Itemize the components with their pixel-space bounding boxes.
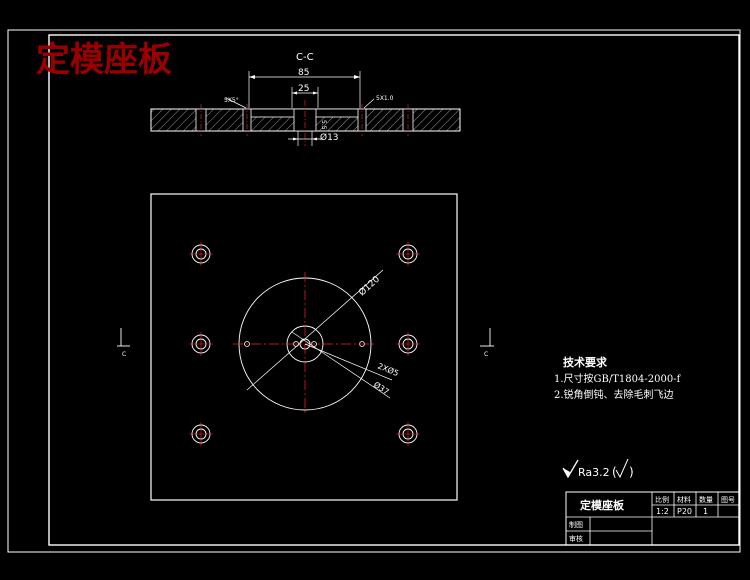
tech-heading: 技术要求 [563, 355, 608, 369]
plate-outline [150, 193, 458, 501]
tech-line-1: 1.尺寸按GB/T1804-2000-f [554, 372, 682, 385]
dim-85: 85 [298, 68, 309, 78]
sheet-outer-frame [7, 29, 741, 553]
dim-25: 25 [298, 84, 309, 94]
plan-view: Ø120 2XØ5 Ø37 C C [117, 193, 494, 501]
mounting-holes [189, 242, 420, 446]
title-block-col-scale: 比例 [655, 495, 669, 504]
section-view: C-C 85 25 5X5° 5X1.0 [150, 52, 461, 146]
title-block-col-material: 材料 [677, 495, 691, 504]
title-block-row-drawn: 制图 [569, 520, 583, 529]
title-block-val-scale: 1:2 [656, 507, 669, 516]
title-block-val-qty: 1 [703, 507, 708, 516]
roughness-symbol: Ra3.2 ( ) [562, 458, 634, 479]
roughness-value: Ra3.2 [578, 466, 610, 479]
sheet-inner-frame [48, 34, 740, 546]
dim-dia-13: Ø13 [320, 132, 339, 143]
dim-chamfer-left: 5X5° [224, 97, 239, 104]
title-block-val-material: P20 [677, 507, 692, 516]
section-marker-left: C [122, 351, 126, 358]
title-block: 定模座板 比例 材料 数量 图号 1:2 P20 1 制图 审核 [565, 491, 740, 546]
tech-line-2: 2.锐角倒钝、去除毛刺飞边 [554, 388, 674, 401]
section-label: C-C [296, 52, 314, 63]
dim-dia-37: Ø37 [372, 379, 391, 396]
tech-requirements: 技术要求 1.尺寸按GB/T1804-2000-f 2.锐角倒钝、去除毛刺飞边 [554, 355, 682, 401]
title-block-part-name: 定模座板 [580, 498, 625, 512]
dim-dia-120: Ø120 [357, 274, 383, 299]
title-block-row-checked: 审核 [569, 534, 583, 543]
title-block-col-qty: 数量 [699, 495, 713, 504]
title-stamp: 定模座板 [36, 40, 172, 80]
svg-text:): ) [629, 465, 634, 479]
dim-holes-2x5: 2XØ5 [376, 361, 400, 379]
dim-depth: 5.5 [320, 120, 327, 130]
dim-chamfer-right: 5X1.0 [376, 95, 394, 102]
section-marker-right: C [484, 351, 488, 358]
svg-text:(: ( [612, 465, 617, 479]
title-block-col-drawing-no: 图号 [721, 496, 735, 504]
